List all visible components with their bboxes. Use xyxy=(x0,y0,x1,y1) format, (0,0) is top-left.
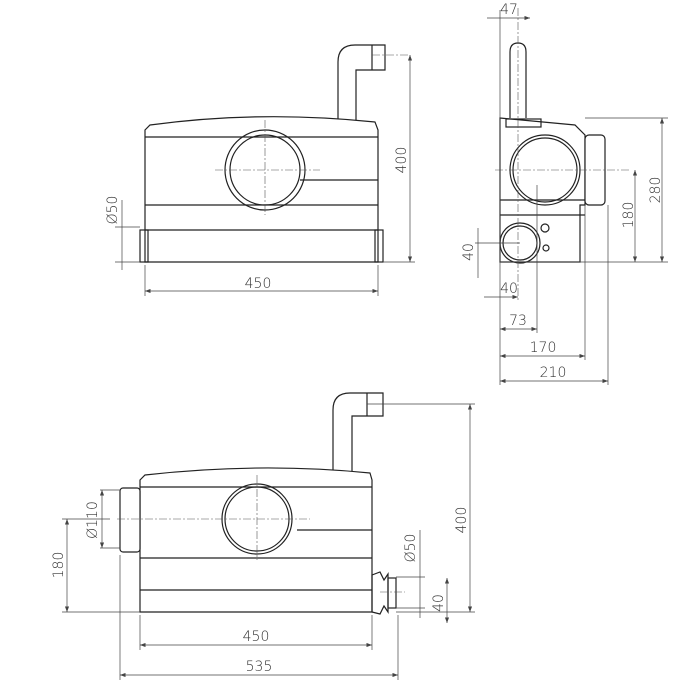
outlet-fitting xyxy=(371,571,389,615)
front-view-top: 400 Ø50 450 xyxy=(105,44,415,296)
dim-outlet-offset: 40 xyxy=(500,281,518,297)
dim-outlet-height: 40 xyxy=(431,594,447,612)
dim-pipe-offset: 47 xyxy=(500,2,518,18)
dim-height: 400 xyxy=(454,507,470,534)
dim-depth-total: 210 xyxy=(540,365,567,381)
dim-depth-body: 170 xyxy=(530,340,557,356)
dim-height: 400 xyxy=(394,147,410,174)
front-view-bottom: Ø110 180 Ø50 40 400 450 535 xyxy=(51,392,475,680)
dim-inlet-height: 180 xyxy=(621,202,637,229)
dim-inlet-diameter: Ø110 xyxy=(85,501,101,539)
dim-width-total: 535 xyxy=(246,659,273,675)
unit-body xyxy=(139,467,373,613)
discharge-pipe xyxy=(332,392,384,475)
dim-inlet-offset: 73 xyxy=(509,313,527,329)
side-view: 47 280 180 40 40 73 170 210 xyxy=(461,2,668,385)
unit-body xyxy=(499,117,586,263)
dim-height: 280 xyxy=(648,177,664,204)
dim-outlet-diameter: Ø50 xyxy=(105,196,121,225)
discharge-pipe xyxy=(337,44,386,125)
dim-width-body: 450 xyxy=(243,629,270,645)
dim-width: 450 xyxy=(245,276,272,292)
dim-outlet-height: 40 xyxy=(461,243,477,261)
dim-inlet-height: 180 xyxy=(51,552,67,579)
dim-outlet-diameter: Ø50 xyxy=(403,534,419,563)
inlet-flange xyxy=(119,487,141,553)
unit-body xyxy=(144,116,379,263)
